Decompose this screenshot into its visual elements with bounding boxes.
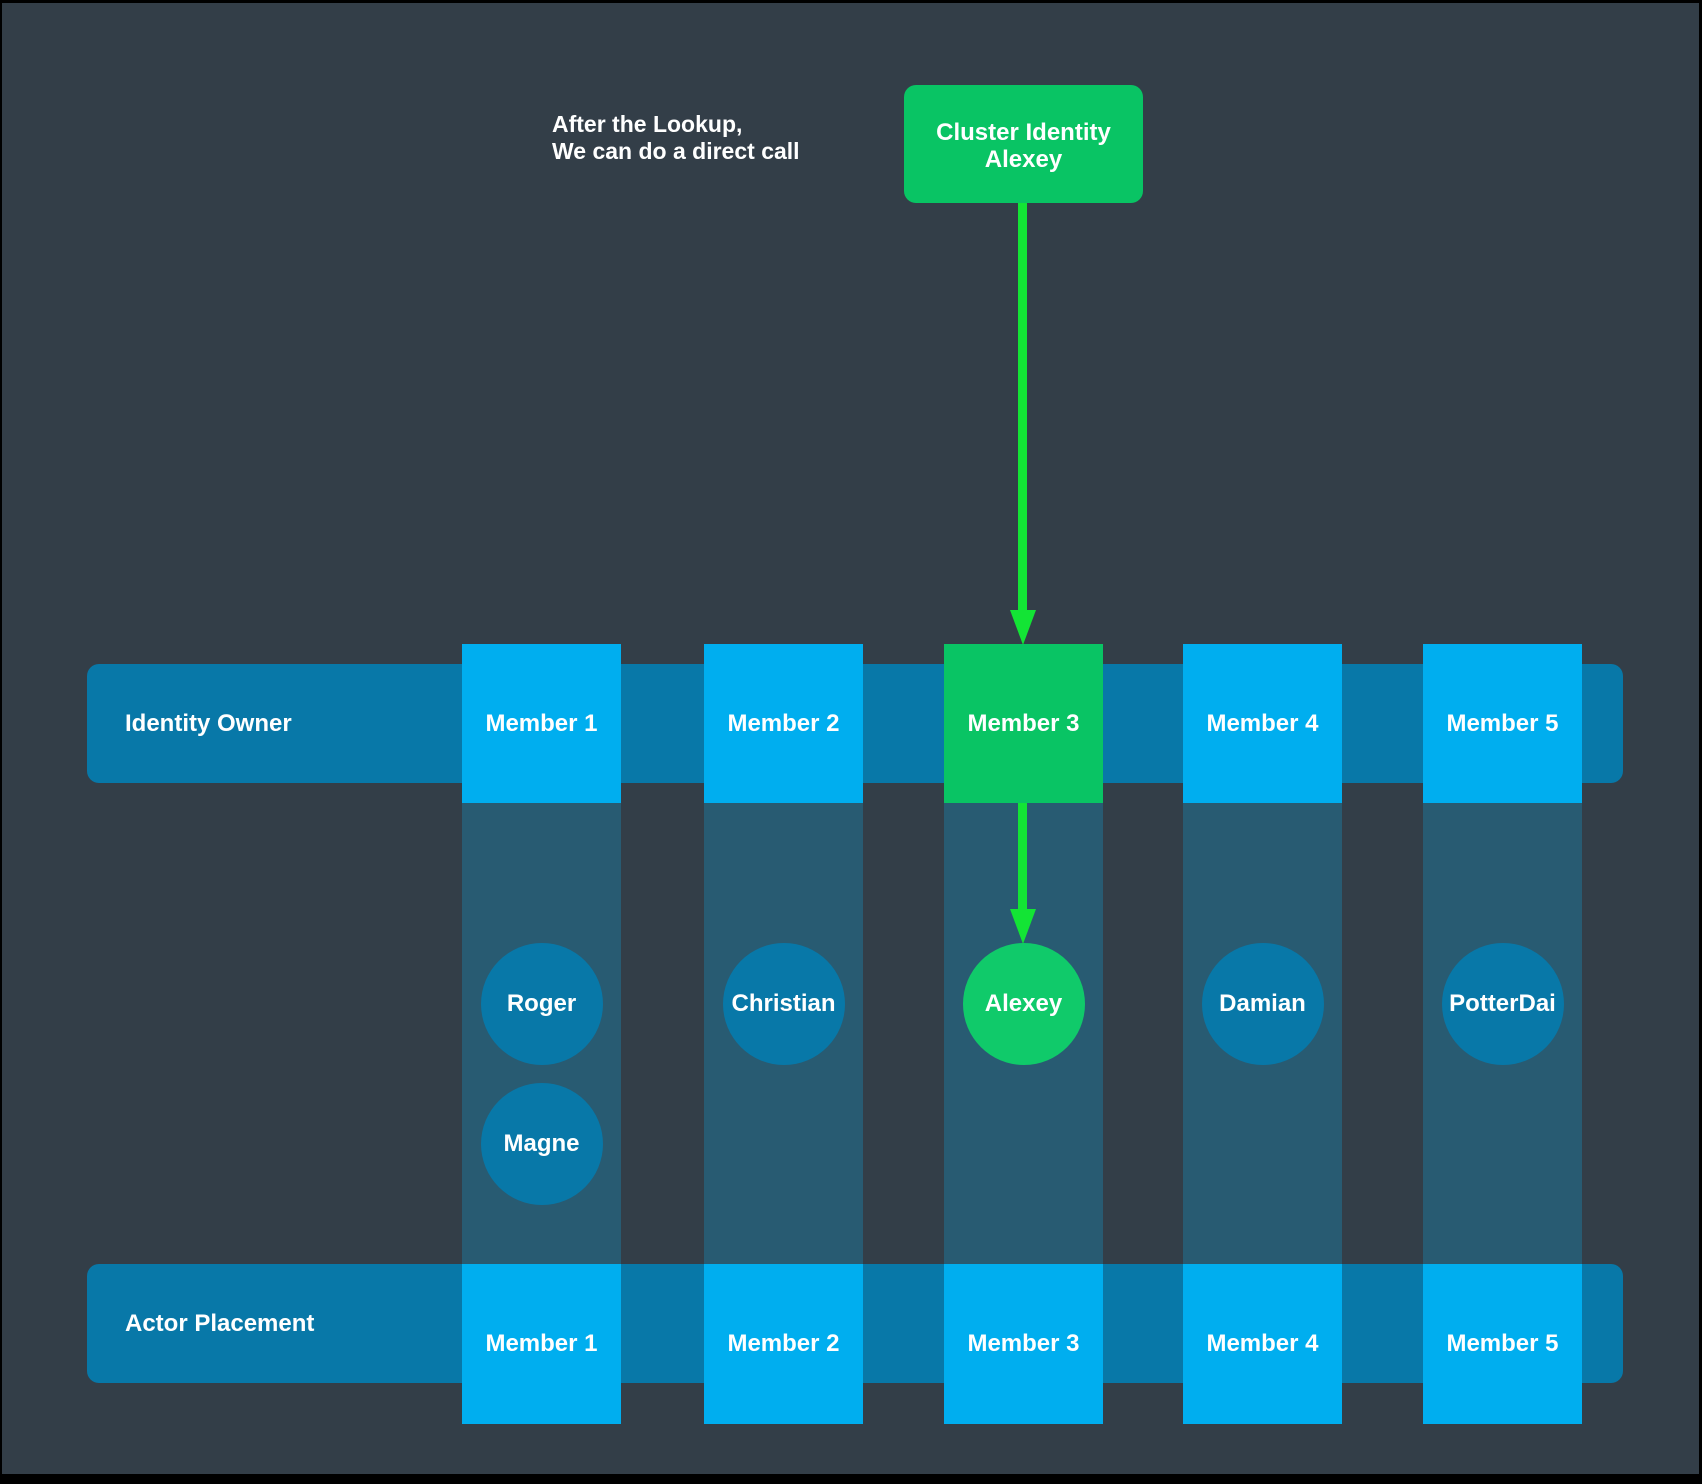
identity-owner-member-box: Member 5 bbox=[1423, 644, 1582, 803]
actor-circle: Alexey bbox=[962, 943, 1085, 1065]
identity-owner-member-label: Member 1 bbox=[485, 709, 598, 737]
diagram-canvas: After the Lookup, We can do a direct cal… bbox=[2, 3, 1699, 1474]
annotation-text: After the Lookup, We can do a direct cal… bbox=[552, 111, 800, 165]
identity-owner-member-label: Member 3 bbox=[967, 709, 1080, 737]
member-column: Member 1 Roger Magne Member 1 bbox=[462, 3, 621, 1474]
actor-placement-member-label: Member 4 bbox=[1206, 1330, 1319, 1357]
actor-placement-member-box: Member 4 bbox=[1183, 1264, 1342, 1424]
direct-call-arrow-shaft bbox=[1018, 803, 1027, 913]
actor-circle: Christian bbox=[722, 943, 845, 1065]
member-column: Member 5 PotterDai Member 5 bbox=[1423, 3, 1582, 1474]
identity-owner-label: Identity Owner bbox=[125, 709, 292, 737]
actor-placement-member-box: Member 1 bbox=[462, 1264, 621, 1424]
identity-owner-member-label: Member 2 bbox=[727, 709, 840, 737]
actor-name: Damian bbox=[1219, 990, 1306, 1017]
lookup-arrow-head bbox=[1009, 610, 1036, 645]
actor-circle: Damian bbox=[1201, 943, 1324, 1065]
actor-placement-label: Actor Placement bbox=[125, 1309, 315, 1337]
annotation-line-2: We can do a direct call bbox=[552, 138, 800, 164]
actor-placement-member-label: Member 1 bbox=[485, 1330, 598, 1357]
member-column: Member 2 Christian Member 2 bbox=[704, 3, 863, 1474]
cluster-identity-title: Cluster Identity bbox=[936, 119, 1111, 146]
cluster-identity-name: Alexey bbox=[984, 146, 1063, 173]
lookup-arrow-icon bbox=[1009, 203, 1036, 645]
identity-owner-member-box: Member 3 bbox=[944, 644, 1103, 803]
actor-placement-member-label: Member 5 bbox=[1446, 1330, 1559, 1357]
actor-circle: Roger bbox=[480, 943, 603, 1065]
identity-owner-member-label: Member 5 bbox=[1446, 709, 1559, 737]
identity-owner-member-box: Member 2 bbox=[704, 644, 863, 803]
member-column: Member 3 Alexey Member 3 bbox=[944, 3, 1103, 1474]
identity-owner-member-box: Member 4 bbox=[1183, 644, 1342, 803]
lookup-arrow-shaft bbox=[1018, 203, 1027, 612]
actor-placement-member-label: Member 2 bbox=[727, 1330, 840, 1357]
actor-placement-member-box: Member 5 bbox=[1423, 1264, 1582, 1424]
direct-call-arrow-icon bbox=[1009, 803, 1036, 944]
annotation-line-1: After the Lookup, bbox=[552, 111, 743, 137]
actor-name: PotterDai bbox=[1449, 990, 1556, 1017]
actor-placement-member-box: Member 3 bbox=[944, 1264, 1103, 1424]
actor-name: Roger bbox=[506, 990, 577, 1017]
actor-placement-member-box: Member 2 bbox=[704, 1264, 863, 1424]
cluster-identity-box: Cluster Identity Alexey bbox=[904, 85, 1143, 203]
actor-placement-member-label: Member 3 bbox=[967, 1330, 1080, 1357]
direct-call-arrow-head bbox=[1009, 909, 1036, 944]
actor-name: Magne bbox=[503, 1130, 580, 1157]
member-column: Member 4 Damian Member 4 bbox=[1183, 3, 1342, 1474]
actor-circle: PotterDai bbox=[1441, 943, 1564, 1065]
actor-name: Christian bbox=[731, 990, 836, 1017]
identity-owner-member-box: Member 1 bbox=[462, 644, 621, 803]
actor-name: Alexey bbox=[984, 990, 1063, 1017]
identity-owner-member-label: Member 4 bbox=[1206, 709, 1319, 737]
actor-circle: Magne bbox=[480, 1083, 603, 1205]
